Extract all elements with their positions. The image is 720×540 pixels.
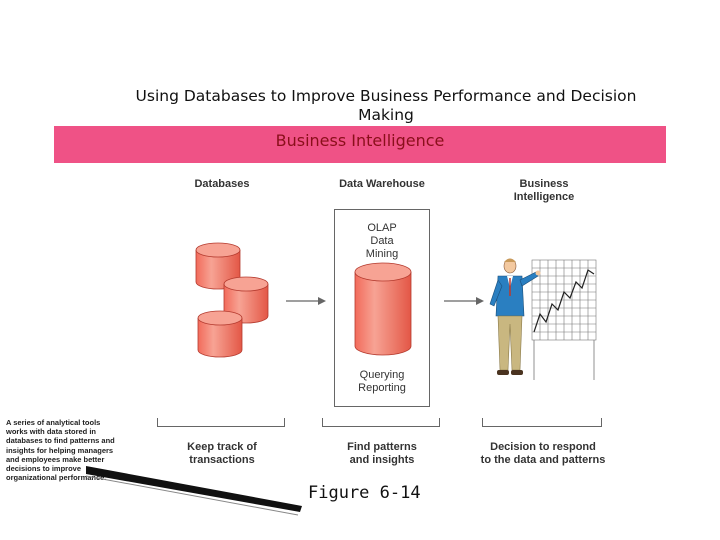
section-banner: Business Intelligence [54, 126, 666, 163]
caption-keep-track-line1: Keep track of [187, 441, 257, 453]
figure-caption: Figure 6-14 [308, 483, 421, 503]
caption-keep-track-line2: transactions [189, 454, 255, 466]
caption-decision-line1: Decision to respond [490, 441, 596, 453]
mining-label: Mining [365, 248, 399, 260]
bracket-divider [482, 418, 602, 427]
data-warehouse-box: OLAP Data Mining Querying Reporting [334, 209, 430, 407]
arrow-right-icon [444, 297, 484, 305]
reporting-label: Reporting [358, 382, 406, 394]
arrow-right-icon [286, 297, 326, 305]
data-warehouse-cylinder-icon [354, 262, 412, 356]
querying-label: Querying [359, 369, 405, 381]
businessman-presenting-chart-icon [489, 258, 597, 380]
caption-find-patterns-line1: Find patterns [347, 441, 417, 453]
bracket-divider [157, 418, 285, 427]
olap-label: OLAP [367, 222, 397, 234]
databases-header: Databases [194, 178, 250, 190]
business-intelligence-header-line1: Business [519, 178, 569, 190]
bracket-divider [322, 418, 440, 427]
database-cylinders-icon [195, 242, 269, 358]
side-note: A series of analytical tools works with … [6, 418, 115, 483]
data-label: Data [370, 235, 394, 247]
banner-title: Business Intelligence [275, 131, 445, 150]
caption-find-patterns-line2: and insights [349, 454, 415, 466]
slide-title: Using Databases to Improve Business Perf… [135, 87, 637, 124]
data-warehouse-header: Data Warehouse [339, 178, 425, 190]
caption-decision-line2: to the data and patterns [480, 454, 606, 466]
business-intelligence-header-line2: Intelligence [513, 191, 575, 203]
